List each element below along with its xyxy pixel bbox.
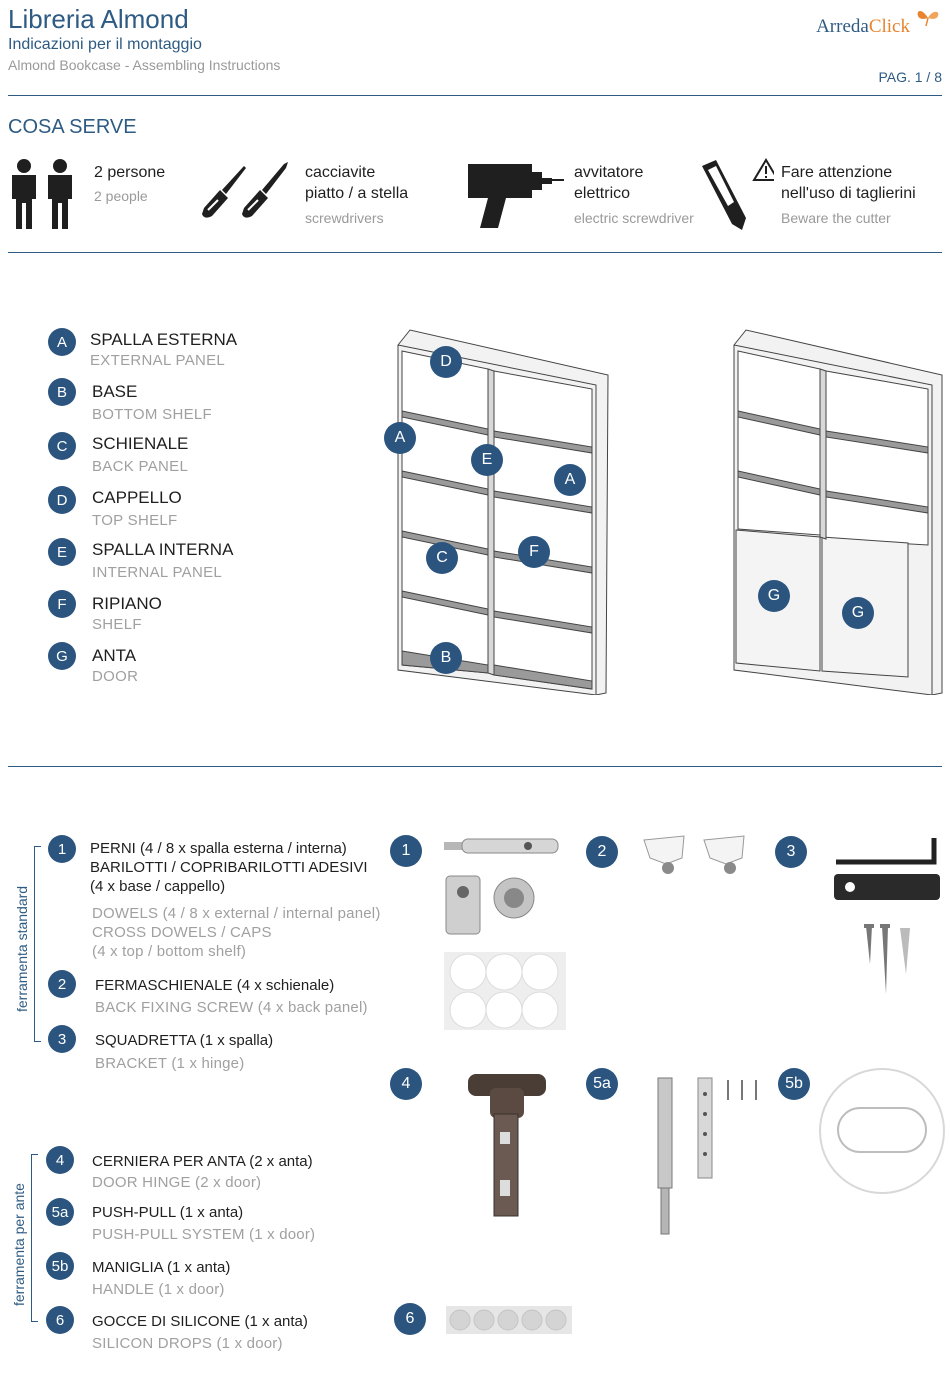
tool-people-label: 2 persone [94, 164, 166, 181]
diagram-label: D [430, 346, 462, 378]
logo-main-text: Arreda [816, 16, 869, 37]
hardware-item-6: GOCCE DI SILICONE (1 x anta) SILICON DRO… [92, 1313, 308, 1352]
hardware-item-3: SQUADRETTA (1 x spalla) BRACKET (1 x hin… [95, 1032, 274, 1072]
part-badge: F [48, 590, 76, 618]
header-divider [8, 95, 942, 96]
part-name: SPALLA INTERNA [92, 540, 234, 559]
part-name: ANTA [92, 646, 137, 665]
electric-screwdriver-icon [468, 164, 564, 228]
tool-people-en: 2 people [94, 188, 148, 204]
part-name: SCHIENALE [92, 434, 189, 453]
part-badge: E [48, 538, 76, 566]
part-name: CAPPELLO [92, 488, 182, 507]
photo-label-6: 6 [394, 1303, 426, 1335]
photo-label-2: 2 [586, 836, 618, 868]
document-subtitle-en: Almond Bookcase - Assembling Instruction… [8, 57, 281, 73]
part-name-en: SHELF [92, 616, 142, 633]
part-name-en: DOOR [92, 668, 139, 685]
part-name-en: INTERNAL PANEL [92, 564, 223, 581]
part-name-en: TOP SHELF [92, 512, 178, 529]
hardware-badge: 6 [46, 1306, 74, 1334]
hardware-badge: 5a [46, 1198, 74, 1226]
cutter-warning-icon [702, 158, 774, 230]
diagram-label: C [426, 542, 458, 574]
section-title: COSA SERVE [8, 116, 137, 138]
diagram-label: B [430, 642, 462, 674]
diagram-label: G [842, 597, 874, 629]
butterfly-icon [917, 11, 939, 27]
group-label-doors: ferramenta per ante [11, 1183, 27, 1306]
photo-label-4: 4 [390, 1068, 422, 1100]
hardware-item-4: CERNIERA PER ANTA (2 x anta) DOOR HINGE … [92, 1153, 313, 1191]
handle-image [819, 1068, 945, 1194]
tool-drill-label: avvitatore elettrico [574, 164, 644, 202]
diagram-label: G [758, 580, 790, 612]
group-bracket-doors [31, 1154, 38, 1322]
photo-label-3: 3 [775, 836, 807, 868]
group-label-standard: ferramenta standard [14, 885, 30, 1012]
page-number: PAG. 1 / 8 [878, 69, 942, 85]
bracket-image [834, 838, 940, 994]
two-people-icon [12, 159, 72, 229]
part-name-en: BACK PANEL [92, 458, 189, 475]
diagram-label: A [384, 422, 416, 454]
tool-screwdrivers-label: cacciavite piatto / a stella [305, 164, 409, 202]
hardware-item-5a: PUSH-PULL (1 x anta) PUSH-PULL SYSTEM (1… [92, 1204, 316, 1243]
part-name: BASE [92, 382, 138, 401]
part-name-en: EXTERNAL PANEL [90, 352, 226, 369]
part-name: RIPIANO [92, 594, 162, 613]
dowels-and-caps-image [444, 838, 566, 1030]
bookcase-doors-diagram [733, 329, 943, 695]
photo-label-1: 1 [390, 835, 422, 867]
silicon-drops-image [446, 1306, 572, 1334]
part-badge: G [48, 642, 76, 670]
part-badge: B [48, 378, 76, 406]
tools-divider [8, 252, 942, 253]
tool-cutter-en: Beware the cutter [781, 210, 891, 226]
hardware-item-2: FERMASCHIENALE (4 x schienale) BACK FIXI… [95, 977, 368, 1016]
tool-screwdrivers-en: screwdrivers [305, 210, 384, 226]
hardware-badge: 5b [46, 1252, 74, 1280]
photo-label-5a: 5a [586, 1068, 618, 1100]
group-bracket-standard [34, 846, 41, 1042]
part-badge: C [48, 432, 76, 460]
bookcase-open-diagram [397, 329, 609, 695]
part-name-en: BOTTOM SHELF [92, 406, 213, 423]
screwdrivers-icon [202, 162, 288, 218]
part-badge: A [48, 328, 76, 356]
back-fixing-screw-image [643, 835, 745, 874]
document-title: Libreria Almond [8, 4, 189, 34]
hardware-item-5b: MANIGLIA (1 x anta) HANDLE (1 x door) [92, 1259, 231, 1298]
tool-cutter-label: Fare attenzione nell'uso di taglierini [781, 164, 916, 202]
document-subtitle: Indicazioni per il montaggio [8, 36, 202, 53]
hardware-badge: 3 [48, 1025, 76, 1053]
diagram-label: F [518, 536, 550, 568]
brand-logo: ArredaClick [816, 16, 910, 38]
hardware-item-1: PERNI (4 / 8 x spalla esterna / interna)… [90, 840, 381, 960]
part-badge: D [48, 486, 76, 514]
diagram-label: E [471, 444, 503, 476]
door-hinge-image [468, 1074, 546, 1217]
diagram-label: A [554, 464, 586, 496]
hardware-badge: 1 [48, 835, 76, 863]
photo-label-5b: 5b [778, 1068, 810, 1100]
part-name: SPALLA ESTERNA [90, 330, 238, 349]
hardware-badge: 2 [48, 970, 76, 998]
hardware-badge: 4 [46, 1146, 74, 1174]
tool-drill-en: electric screwdriver [574, 210, 694, 226]
parts-divider [8, 766, 942, 767]
logo-accent-text: Click [868, 16, 910, 37]
push-pull-system-image [657, 1077, 757, 1235]
